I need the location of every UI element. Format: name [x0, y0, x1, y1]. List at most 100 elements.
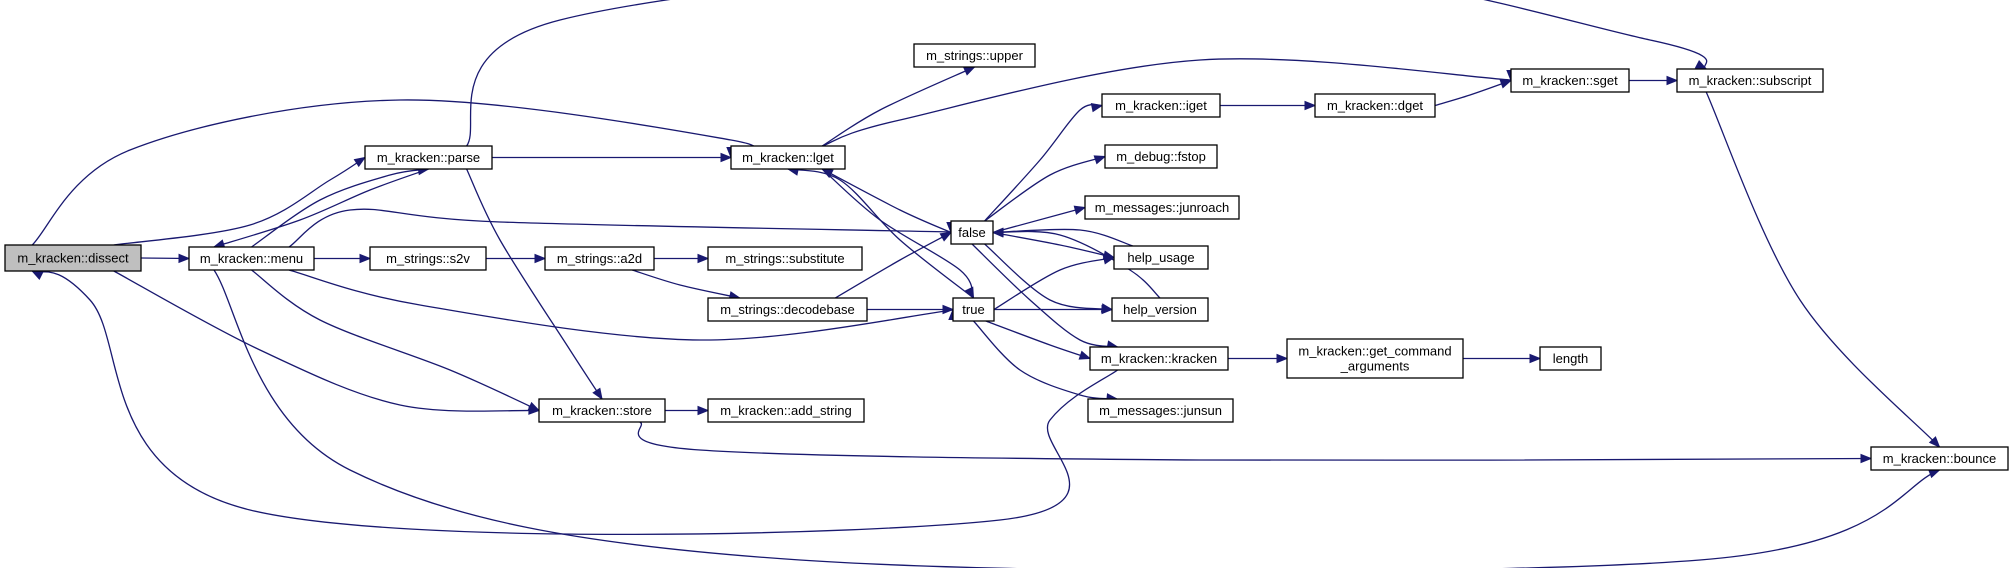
- node-box[interactable]: [1084, 195, 1240, 220]
- node-box[interactable]: [1539, 346, 1602, 371]
- node-junsun[interactable]: m_messages::junsun: [1087, 398, 1234, 423]
- edge-kracken-to-get_command_arguments: [1228, 353, 1289, 364]
- node-box[interactable]: [1314, 93, 1436, 118]
- edge-arrowhead: [1666, 75, 1679, 86]
- node-box[interactable]: [1089, 346, 1229, 371]
- node-box[interactable]: [369, 246, 487, 271]
- edge-line: [834, 231, 952, 299]
- node-iget[interactable]: m_kracken::iget: [1101, 93, 1221, 118]
- edge-line: [637, 421, 1872, 462]
- node-box[interactable]: [4, 244, 142, 272]
- node-label: m_kracken::bounce: [1883, 451, 1996, 466]
- edge-arrowhead: [1694, 59, 1708, 70]
- edge-line: [984, 155, 1106, 222]
- node-true[interactable]: true: [952, 297, 995, 322]
- edge-arrowhead: [991, 228, 1004, 238]
- edge-false-to-lget: [821, 168, 952, 234]
- node-length[interactable]: length: [1539, 346, 1602, 371]
- node-bounce[interactable]: m_kracken::bounce: [1870, 446, 2009, 471]
- node-get-command-arguments[interactable]: m_kracken::get_command_arguments: [1286, 338, 1464, 379]
- edge-dget-to-sget: [1434, 79, 1513, 107]
- edge-arrowhead: [1928, 469, 1941, 479]
- node-box[interactable]: [1510, 68, 1630, 93]
- node-dissect[interactable]: m_kracken::dissect: [4, 244, 142, 272]
- node-decodebase[interactable]: m_strings::decodebase: [707, 297, 868, 322]
- node-box[interactable]: [730, 145, 846, 170]
- edge-line: [821, 168, 975, 299]
- node-upper[interactable]: m_strings::upper: [913, 43, 1036, 68]
- node-label: m_strings::substitute: [725, 251, 844, 266]
- node-box[interactable]: [707, 297, 868, 322]
- node-box[interactable]: [950, 220, 994, 245]
- node-label: help_usage: [1127, 250, 1194, 265]
- edge-arrowhead: [1093, 155, 1107, 165]
- edge-line: [113, 270, 540, 412]
- node-label: m_kracken::get_command: [1298, 344, 1451, 359]
- node-label: m_debug::fstop: [1116, 149, 1206, 164]
- node-menu[interactable]: m_kracken::menu: [188, 246, 315, 271]
- edge-arrowhead: [30, 270, 44, 280]
- edge-line: [113, 156, 366, 246]
- edge-line: [984, 243, 1113, 311]
- node-box[interactable]: [1113, 245, 1209, 270]
- node-substitute[interactable]: m_strings::substitute: [707, 246, 863, 271]
- edge-arrowhead: [1928, 436, 1941, 448]
- edge-true-to-help_usage: [993, 255, 1116, 311]
- node-false[interactable]: false: [950, 220, 994, 245]
- node-box[interactable]: [1870, 446, 2009, 471]
- node-box[interactable]: [1087, 398, 1234, 423]
- node-label: m_kracken::add_string: [720, 403, 852, 418]
- node-lget[interactable]: m_kracken::lget: [730, 145, 846, 170]
- node-help-version[interactable]: help_version: [1111, 297, 1209, 322]
- edge-arrowhead: [1529, 353, 1542, 364]
- edge-line: [213, 168, 429, 248]
- edge-a2d-to-substitute: [654, 253, 710, 264]
- node-box[interactable]: [913, 43, 1036, 68]
- node-s2v[interactable]: m_strings::s2v: [369, 246, 487, 271]
- node-box[interactable]: [188, 246, 315, 271]
- node-label: m_messages::junsun: [1099, 403, 1222, 418]
- node-box[interactable]: [952, 297, 995, 322]
- node-dget[interactable]: m_kracken::dget: [1314, 93, 1436, 118]
- node-subscript[interactable]: m_kracken::subscript: [1676, 68, 1824, 93]
- edge-true-to-lget: [786, 166, 974, 299]
- edge-false-to-iget: [984, 102, 1104, 222]
- edge-arrowhead: [1860, 453, 1873, 464]
- node-box[interactable]: [544, 246, 655, 271]
- node-box[interactable]: [1676, 68, 1824, 93]
- node-box[interactable]: [1104, 144, 1218, 169]
- node-box[interactable]: [1286, 338, 1464, 379]
- node-label: m_kracken::kracken: [1101, 351, 1217, 366]
- node-junroach[interactable]: m_messages::junroach: [1084, 195, 1240, 220]
- edge-line: [251, 168, 429, 248]
- node-box[interactable]: [538, 398, 666, 423]
- node-sget[interactable]: m_kracken::sget: [1510, 68, 1630, 93]
- node-fstop[interactable]: m_debug::fstop: [1104, 144, 1218, 169]
- edge-help_version-to-false: [991, 228, 1161, 299]
- edge-line: [31, 99, 757, 246]
- node-label: m_kracken::parse: [377, 150, 480, 165]
- node-kracken[interactable]: m_kracken::kracken: [1089, 346, 1229, 371]
- node-box[interactable]: [707, 398, 865, 423]
- node-parse[interactable]: m_kracken::parse: [364, 145, 493, 170]
- edge-subscript-to-bounce: [1705, 91, 1941, 448]
- node-add-string[interactable]: m_kracken::add_string: [707, 398, 865, 423]
- node-box[interactable]: [707, 246, 863, 271]
- node-label: m_strings::upper: [926, 48, 1023, 63]
- node-a2d[interactable]: m_strings::a2d: [544, 246, 655, 271]
- edge-line: [787, 168, 974, 299]
- node-box[interactable]: [1111, 297, 1209, 322]
- node-box[interactable]: [364, 145, 493, 170]
- edge-parse-to-menu: [212, 168, 429, 249]
- edge-get_command_arguments-to-length: [1463, 353, 1542, 364]
- node-box[interactable]: [1101, 93, 1221, 118]
- edge-line: [821, 168, 952, 234]
- edge-line: [466, 168, 603, 400]
- edge-dissect-to-menu: [140, 253, 191, 264]
- edge-true-to-help_version: [994, 304, 1114, 315]
- node-store[interactable]: m_kracken::store: [538, 398, 666, 423]
- node-help-usage[interactable]: help_usage: [1113, 245, 1209, 270]
- node-label: true: [962, 302, 984, 317]
- edge-arrowhead: [353, 156, 367, 168]
